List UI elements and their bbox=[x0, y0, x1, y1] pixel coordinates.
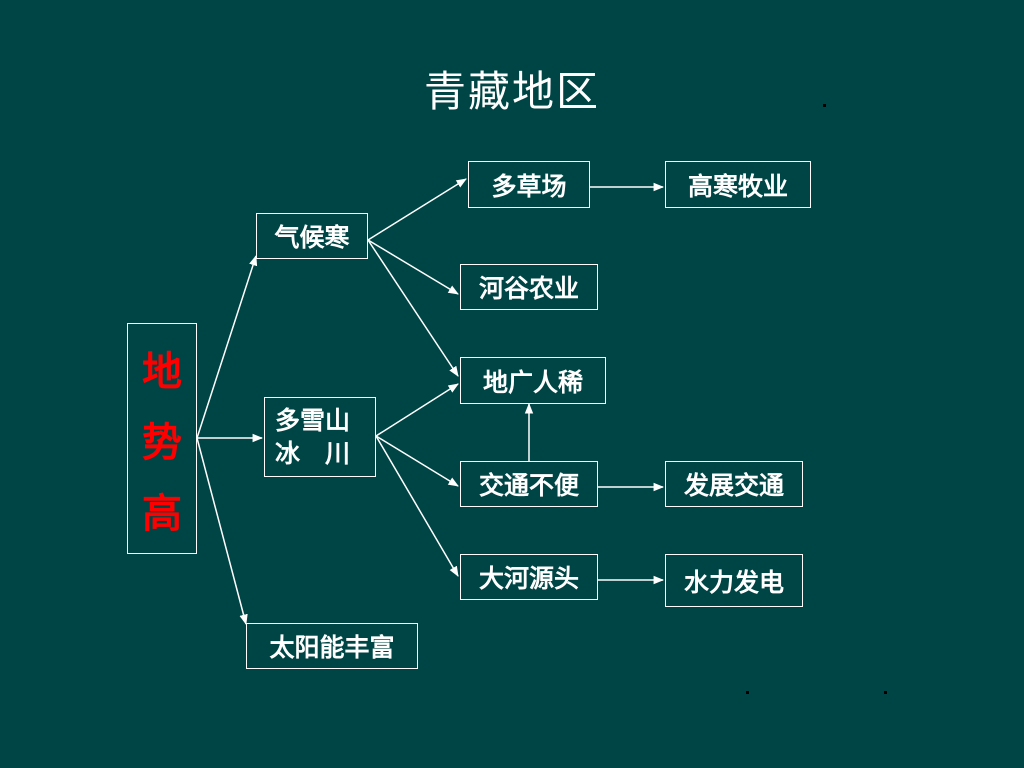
decorative-dot bbox=[746, 691, 749, 694]
arrow-qihouhan-to-hegunongye bbox=[367, 239, 459, 295]
decorative-dot bbox=[884, 691, 887, 694]
arrow-root-to-taiyangneng bbox=[196, 437, 248, 626]
node-jiaotongbubian: 交通不便 bbox=[460, 461, 598, 507]
root-char: 地 bbox=[142, 348, 182, 395]
root-char: 势 bbox=[142, 419, 182, 466]
node-line: 冰 川 bbox=[275, 439, 351, 468]
node-gaohanmuye: 高寒牧业 bbox=[665, 161, 811, 208]
node-hegunongye: 河谷农业 bbox=[460, 264, 598, 310]
arrow-duoxueshan-to-jiaotongbubian bbox=[375, 435, 459, 487]
arrow-duoxueshan-to-daheyuantou bbox=[375, 435, 459, 577]
root-char: 高 bbox=[142, 490, 182, 537]
arrow-root-to-qihouhan bbox=[196, 255, 258, 439]
page-title: 青藏地区 bbox=[423, 67, 600, 116]
node-duocaochang: 多草场 bbox=[468, 161, 590, 208]
arrow-qihouhan-to-duocaochang bbox=[367, 178, 467, 241]
node-diguangrenxi: 地广人稀 bbox=[460, 357, 606, 404]
arrow-qihouhan-to-diguangrenxi bbox=[367, 239, 459, 377]
arrow-duoxueshan-to-diguangrenxi bbox=[375, 383, 459, 437]
node-duoxueshan-bingchuan: 多雪山 冰 川 bbox=[264, 397, 376, 477]
node-taiyangneng: 太阳能丰富 bbox=[246, 623, 418, 669]
node-shulifadian: 水力发电 bbox=[665, 554, 803, 607]
node-daheyuantou: 大河源头 bbox=[460, 554, 598, 600]
node-fazhanjiaotong: 发展交通 bbox=[665, 461, 803, 507]
node-line: 多雪山 bbox=[275, 406, 351, 435]
root-node-dishigao: 地 势 高 bbox=[127, 323, 197, 554]
node-qihouhan: 气候寒 bbox=[256, 213, 368, 259]
decorative-dot bbox=[823, 104, 826, 107]
